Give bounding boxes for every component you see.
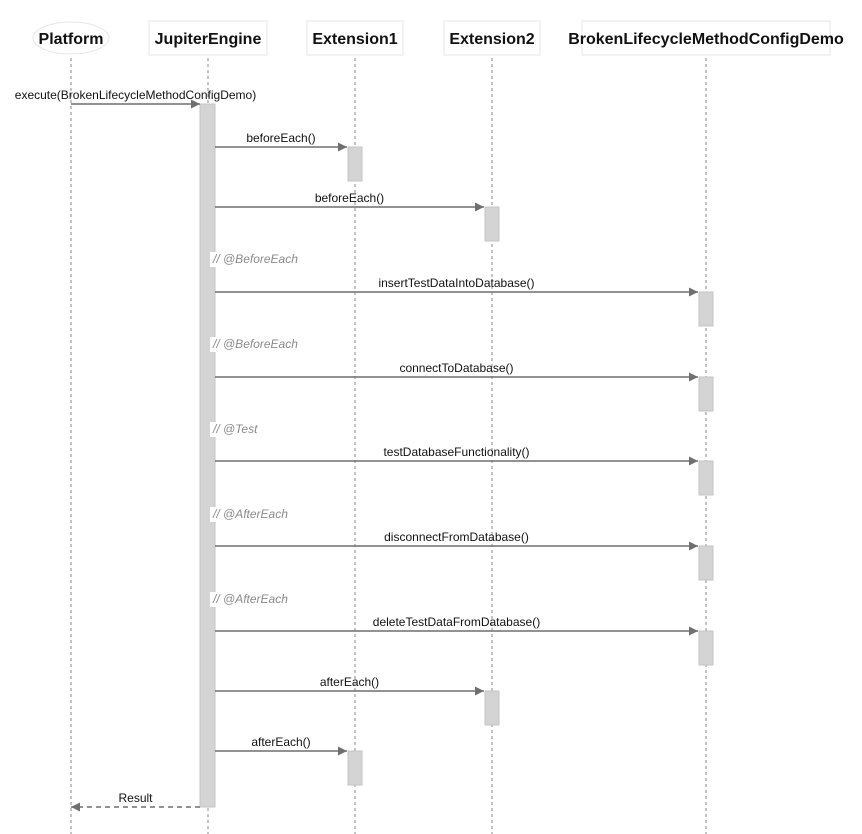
- message-label: execute(BrokenLifecycleMethodConfigDemo): [15, 88, 256, 102]
- message-label: beforeEach(): [315, 191, 384, 205]
- participant-ext2-box: [443, 20, 541, 56]
- message-label: connectToDatabase(): [399, 361, 513, 375]
- note-background: [210, 422, 306, 437]
- participant-platform-shape: [32, 21, 110, 55]
- message-label: afterEach(): [320, 675, 379, 689]
- activation-demo-7: [698, 630, 714, 666]
- activation-ext2-2: [484, 206, 500, 242]
- message-label: afterEach(): [251, 735, 310, 749]
- annotation-note: // @BeforeEach: [212, 337, 298, 351]
- annotation-note: // @AfterEach: [212, 592, 288, 606]
- message-label: beforeEach(): [246, 131, 315, 145]
- message-label: deleteTestDataFromDatabase(): [373, 615, 540, 629]
- annotation-note: // @Test: [212, 422, 258, 436]
- participant-ext2-label: Extension2: [449, 31, 534, 48]
- activation-demo-4: [698, 376, 714, 412]
- message-label: disconnectFromDatabase(): [384, 530, 529, 544]
- activation-demo-5: [698, 460, 714, 496]
- annotation-note: // @AfterEach: [212, 507, 288, 521]
- participant-demo-box: [581, 20, 831, 56]
- activation-jupiter: [199, 103, 216, 808]
- note-background: [210, 507, 306, 522]
- participant-ext1-label: Extension1: [312, 31, 397, 48]
- activation-ext2-8: [484, 690, 500, 726]
- activation-demo-6: [698, 545, 714, 581]
- message-label: testDatabaseFunctionality(): [383, 445, 529, 459]
- participant-demo-label: BrokenLifecycleMethodConfigDemo: [568, 31, 844, 48]
- annotation-note: // @BeforeEach: [212, 252, 298, 266]
- participant-jupiter-label: JupiterEngine: [155, 31, 262, 48]
- activation-ext1-1: [347, 146, 363, 182]
- participant-jupiter-box: [148, 20, 268, 56]
- note-background: [210, 252, 306, 267]
- participant-ext1-box: [306, 20, 404, 56]
- note-background: [210, 337, 306, 352]
- return-label: Result: [118, 791, 153, 805]
- message-label: insertTestDataIntoDatabase(): [378, 276, 534, 290]
- participant-platform-label: Platform: [39, 31, 104, 48]
- note-background: [210, 592, 306, 607]
- activation-ext1-9: [347, 750, 363, 786]
- activation-demo-3: [698, 291, 714, 327]
